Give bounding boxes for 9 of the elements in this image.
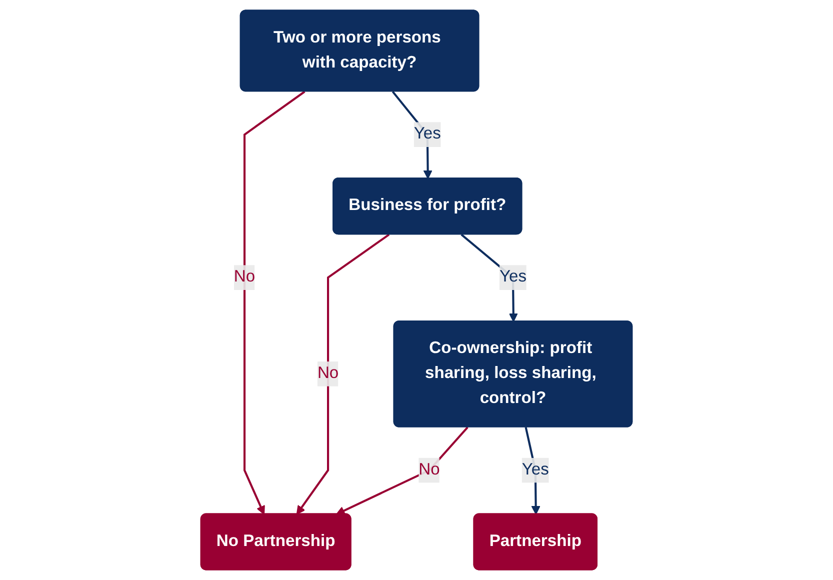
arrow [336,426,468,515]
edge-label: Yes [414,125,441,143]
arrow [296,234,390,515]
edge-label: No [317,364,339,382]
arrow [243,90,306,515]
edge-label: Yes [499,268,526,286]
edge-label: Yes [522,460,549,479]
edge-label: No [418,460,440,479]
edge-label: No [234,268,256,286]
